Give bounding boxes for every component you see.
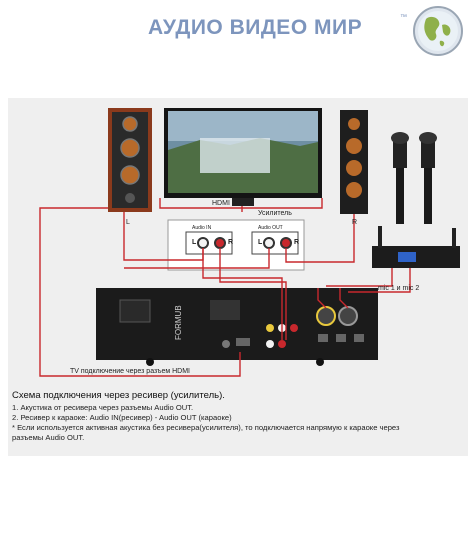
wireless-receiver (372, 226, 460, 268)
mic-label: mic 1 и mic 2 (378, 285, 420, 292)
hdmi-label: HDMI (212, 200, 230, 207)
amplifier (167, 219, 305, 271)
caption-line-4: разъемы Audio OUT. (12, 433, 85, 442)
speaker-left-label: L (126, 219, 130, 226)
karaoke-device (96, 288, 378, 366)
microphones (391, 132, 437, 224)
brand-trademark: ™ (400, 14, 407, 21)
caption-title: Схема подключения через ресивер (усилите… (12, 390, 225, 401)
audio-in-l-label: L (192, 239, 197, 246)
brand-title: АУДИО ВИДЕО МИР (148, 16, 363, 39)
amplifier-label: Усилитель (258, 210, 292, 217)
caption-line-1: 1. Акустика от ресивера через разъемы Au… (12, 403, 194, 412)
speaker-left (108, 108, 152, 212)
caption: Схема подключения через ресивер (усилите… (12, 390, 462, 443)
device-brand: FORMUB (174, 305, 183, 340)
caption-line-2: 2. Ресивер к караоке: Audio IN(ресивер) … (12, 413, 232, 422)
speaker-right (340, 110, 368, 214)
audio-out-l-label: L (258, 239, 263, 246)
globe-icon (413, 6, 463, 56)
audio-out-label: Audio OUT (258, 225, 283, 231)
audio-out-r-label: R (294, 239, 300, 246)
tv (164, 108, 322, 206)
tv-connection-label: TV подключение через разъем HDMI (70, 368, 190, 375)
audio-in-label: Audio IN (192, 225, 212, 231)
caption-line-3: * Если используется активная акустика бе… (12, 423, 400, 432)
wires (39, 198, 411, 377)
audio-in-r-label: R (228, 239, 234, 246)
speaker-right-label: R (352, 219, 358, 226)
